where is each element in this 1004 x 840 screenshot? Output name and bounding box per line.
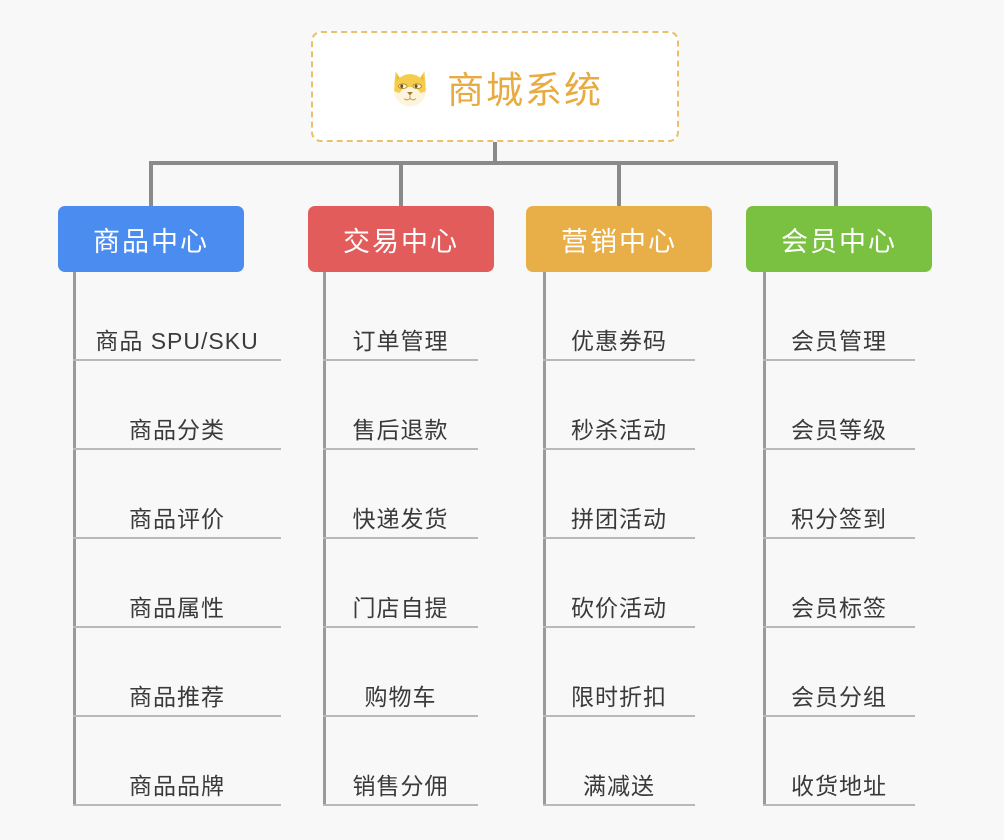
leaf-item-label: 砍价活动	[571, 595, 667, 621]
leaf-item[interactable]: 销售分佣	[323, 717, 478, 806]
leaf-underline	[763, 448, 915, 450]
leaf-underline	[543, 537, 695, 539]
leaf-rail	[543, 272, 546, 806]
leaf-rail	[73, 272, 76, 806]
leaf-item[interactable]: 拼团活动	[543, 450, 695, 539]
leaf-underline	[323, 804, 478, 806]
leaf-item[interactable]: 订单管理	[323, 272, 478, 361]
leaf-item[interactable]: 会员分组	[763, 628, 915, 717]
leaf-column-4: 会员管理会员等级积分签到会员标签会员分组收货地址	[763, 272, 915, 806]
leaf-item[interactable]: 秒杀活动	[543, 361, 695, 450]
leaf-underline	[323, 537, 478, 539]
leaf-item-label: 限时折扣	[571, 684, 667, 710]
leaf-underline	[543, 448, 695, 450]
leaf-item-label: 商品 SPU/SKU	[95, 328, 259, 354]
connector-drop-3	[617, 161, 621, 206]
category-label: 会员中心	[781, 226, 897, 257]
leaf-item-label: 商品属性	[129, 595, 225, 621]
leaf-underline	[73, 448, 281, 450]
leaf-item[interactable]: 会员标签	[763, 539, 915, 628]
connector-horizontal-bus	[149, 161, 836, 165]
leaf-underline	[73, 359, 281, 361]
leaf-item-label: 会员等级	[791, 417, 887, 443]
leaf-underline	[323, 448, 478, 450]
leaf-item-label: 积分签到	[791, 506, 887, 532]
leaf-underline	[323, 626, 478, 628]
leaf-item[interactable]: 限时折扣	[543, 628, 695, 717]
leaf-item-label: 商品推荐	[129, 684, 225, 710]
leaf-item-label: 秒杀活动	[571, 417, 667, 443]
shiba-inu-icon	[387, 64, 433, 110]
leaf-underline	[763, 537, 915, 539]
leaf-item[interactable]: 砍价活动	[543, 539, 695, 628]
leaf-underline	[763, 359, 915, 361]
root-node[interactable]: 商城系统	[311, 31, 679, 142]
leaf-underline	[763, 626, 915, 628]
leaf-item-label: 商品品牌	[129, 773, 225, 799]
leaf-column-1: 商品 SPU/SKU 商品分类商品评价商品属性商品推荐商品品牌	[73, 272, 281, 806]
leaf-underline	[543, 804, 695, 806]
leaf-underline	[323, 359, 478, 361]
leaf-item-label: 售后退款	[352, 417, 449, 443]
leaf-item-label: 会员管理	[791, 328, 887, 354]
leaf-underline	[543, 715, 695, 717]
leaf-item[interactable]: 商品评价	[73, 450, 281, 539]
leaf-item-label: 快递发货	[352, 506, 449, 532]
leaf-rail	[323, 272, 326, 806]
leaf-rail	[763, 272, 766, 806]
leaf-item-label: 销售分佣	[352, 773, 449, 799]
leaf-column-3: 优惠券码秒杀活动拼团活动砍价活动限时折扣满减送	[543, 272, 695, 806]
leaf-item-label: 收货地址	[791, 773, 887, 799]
category-label: 营销中心	[561, 226, 677, 257]
leaf-item-label: 商品评价	[129, 506, 225, 532]
leaf-item[interactable]: 商品属性	[73, 539, 281, 628]
connector-drop-4	[834, 161, 838, 206]
leaf-item-label: 商品分类	[129, 417, 225, 443]
connector-drop-1	[149, 161, 153, 206]
leaf-underline	[323, 715, 478, 717]
leaf-underline	[543, 359, 695, 361]
leaf-column-2: 订单管理售后退款快递发货门店自提购物车销售分佣	[323, 272, 478, 806]
leaf-underline	[763, 715, 915, 717]
connector-root-stem	[493, 142, 497, 165]
leaf-item[interactable]: 商品品牌	[73, 717, 281, 806]
connector-drop-2	[399, 161, 403, 206]
leaf-underline	[73, 537, 281, 539]
leaf-item[interactable]: 积分签到	[763, 450, 915, 539]
category-label: 交易中心	[343, 226, 459, 257]
leaf-item[interactable]: 商品推荐	[73, 628, 281, 717]
leaf-item[interactable]: 收货地址	[763, 717, 915, 806]
leaf-item-label: 满减送	[583, 773, 655, 799]
leaf-item[interactable]: 快递发货	[323, 450, 478, 539]
leaf-underline	[763, 804, 915, 806]
leaf-item[interactable]: 商品分类	[73, 361, 281, 450]
leaf-item-label: 会员标签	[791, 595, 887, 621]
category-box-1[interactable]: 商品中心	[58, 206, 244, 272]
leaf-item-label: 优惠券码	[571, 328, 667, 354]
leaf-underline	[543, 626, 695, 628]
leaf-item-label: 会员分组	[791, 684, 887, 710]
leaf-item[interactable]: 购物车	[323, 628, 478, 717]
category-box-4[interactable]: 会员中心	[746, 206, 932, 272]
leaf-item[interactable]: 会员管理	[763, 272, 915, 361]
leaf-item-label: 购物车	[364, 684, 437, 710]
leaf-item[interactable]: 优惠券码	[543, 272, 695, 361]
leaf-item[interactable]: 会员等级	[763, 361, 915, 450]
leaf-item-label: 订单管理	[352, 328, 449, 354]
category-box-3[interactable]: 营销中心	[526, 206, 712, 272]
leaf-item[interactable]: 商品 SPU/SKU	[73, 272, 281, 361]
leaf-underline	[73, 715, 281, 717]
category-label: 商品中心	[93, 226, 209, 257]
leaf-item-label: 门店自提	[352, 595, 449, 621]
leaf-item[interactable]: 售后退款	[323, 361, 478, 450]
leaf-underline	[73, 804, 281, 806]
leaf-item[interactable]: 满减送	[543, 717, 695, 806]
root-title: 商城系统	[447, 69, 603, 111]
leaf-underline	[73, 626, 281, 628]
category-box-2[interactable]: 交易中心	[308, 206, 494, 272]
leaf-item[interactable]: 门店自提	[323, 539, 478, 628]
leaf-item-label: 拼团活动	[571, 506, 667, 532]
